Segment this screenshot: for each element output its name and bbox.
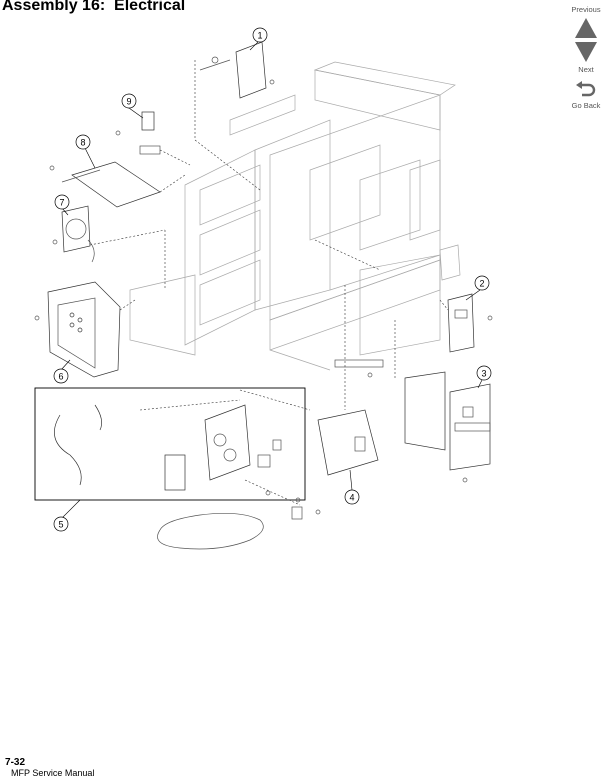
callout-8: 8 [80, 138, 85, 148]
go-back-icon[interactable] [574, 80, 598, 100]
callout-9: 9 [126, 97, 131, 107]
callout-2: 2 [479, 279, 484, 289]
page-footer: 7-32 MFP Service Manual [0, 747, 94, 778]
callout-5: 5 [58, 520, 63, 530]
go-back-label[interactable]: Go Back [571, 101, 601, 110]
navigation-panel: Previous Next Go Back [564, 0, 608, 110]
page-number: 7-32 [5, 757, 26, 768]
callout-1: 1 [257, 31, 262, 41]
callout-4: 4 [349, 493, 354, 503]
callout-7: 7 [59, 198, 64, 208]
previous-label[interactable]: Previous [571, 5, 601, 14]
next-label[interactable]: Next [578, 65, 594, 74]
callout-6: 6 [58, 372, 63, 382]
manual-title: MFP Service Manual [11, 768, 95, 778]
previous-arrow-icon[interactable] [574, 17, 598, 39]
callout-3: 3 [481, 369, 486, 379]
exploded-parts-diagram: 1 2 3 4 5 6 7 8 9 [34, 27, 493, 550]
page-title: Assembly 16: Electrical [2, 0, 186, 14]
next-arrow-icon[interactable] [574, 41, 598, 63]
